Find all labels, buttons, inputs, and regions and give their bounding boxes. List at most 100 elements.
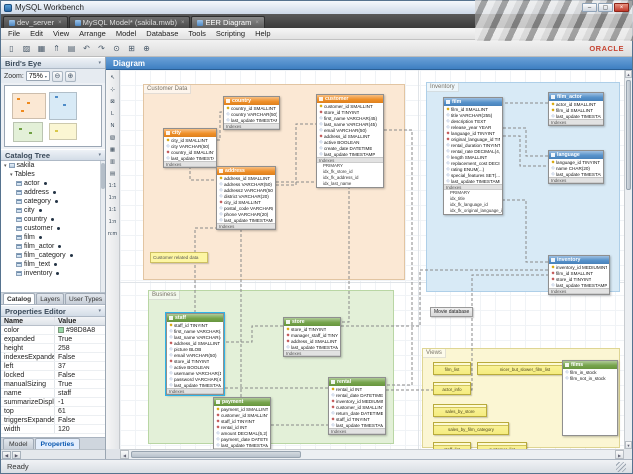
- table-column-row[interactable]: rental_rate DECIMAL(4,2): [444, 148, 502, 154]
- menu-item[interactable]: Database: [141, 29, 183, 38]
- tab-model[interactable]: Model: [3, 438, 34, 449]
- note-tool-icon[interactable]: N: [107, 120, 119, 131]
- indexes-section[interactable]: Indexes: [329, 428, 385, 434]
- table-column-row[interactable]: address_id SMALLINT: [284, 338, 340, 344]
- table-header[interactable]: address: [217, 167, 275, 175]
- birds-eye-minimap[interactable]: [4, 85, 102, 147]
- indexes-section[interactable]: Indexes: [284, 350, 340, 356]
- table-header[interactable]: film_actor: [549, 93, 603, 101]
- table-column-row[interactable]: rating ENUM(...): [444, 166, 502, 172]
- table-column-row[interactable]: city_id SMALLINT: [164, 137, 216, 143]
- table-header[interactable]: rental: [329, 378, 385, 386]
- table-column-row[interactable]: last_update TIMESTAMP: [549, 113, 603, 119]
- indexes-section[interactable]: Indexes: [167, 388, 223, 394]
- zoom-tool-icon[interactable]: ⊕: [140, 42, 153, 55]
- tree-node-table[interactable]: city: [1, 206, 105, 215]
- scroll-right-icon[interactable]: ▶: [12, 450, 21, 459]
- property-row[interactable]: width 120: [1, 425, 105, 434]
- tab-user-types[interactable]: User Types: [64, 293, 107, 304]
- note-customer-related-data[interactable]: Customer related data: [150, 252, 208, 263]
- scroll-right-icon[interactable]: ▶: [615, 450, 624, 459]
- tree-node-schema[interactable]: ▾ sakila: [1, 161, 105, 170]
- index-row[interactable]: PRIMARY: [444, 190, 502, 196]
- table-column-row[interactable]: payment_date DATETIME: [214, 436, 270, 442]
- menu-item[interactable]: Edit: [25, 29, 48, 38]
- horizontal-scrollbar[interactable]: ◀ ▶: [120, 449, 624, 459]
- table-figure-film[interactable]: film film_id SMALLINTtitle VARCHAR(255)d…: [443, 97, 503, 215]
- table-column-row[interactable]: active BOOLEAN: [167, 364, 223, 370]
- table-column-row[interactable]: last_name VARCHAR(45): [317, 121, 383, 127]
- table-column-row[interactable]: country_id SMALLINT: [224, 105, 279, 111]
- tab-close-icon[interactable]: ×: [255, 19, 259, 26]
- table-column-row[interactable]: name CHAR(20): [549, 165, 603, 171]
- table-column-row[interactable]: country VARCHAR(50): [224, 111, 279, 117]
- zoom-out-icon[interactable]: ⊖: [51, 70, 63, 82]
- view-figure-staff-list[interactable]: staff_list: [433, 442, 471, 449]
- table-column-row[interactable]: password VARCHAR(40): [167, 376, 223, 382]
- table-column-row[interactable]: description TEXT: [444, 118, 502, 124]
- tree-node-table[interactable]: film_text: [1, 260, 105, 269]
- rel-one-to-one-identifying-icon[interactable]: 1:1: [107, 204, 119, 215]
- table-column-row[interactable]: customer_id SMALLINT: [317, 103, 383, 109]
- menu-item[interactable]: View: [48, 29, 74, 38]
- table-column-row[interactable]: first_name VARCHAR(45): [167, 328, 223, 334]
- table-header[interactable]: staff: [167, 314, 223, 322]
- indexes-section[interactable]: Indexes: [164, 161, 216, 167]
- view-figure-actor-info[interactable]: actor_info: [433, 382, 471, 395]
- menu-item[interactable]: File: [3, 29, 25, 38]
- collapse-arrow-icon[interactable]: ▾: [98, 60, 101, 66]
- table-figure-rental[interactable]: rental rental_id INTrental_date DATETIME…: [328, 377, 386, 435]
- table-column-row[interactable]: username VARCHAR(16): [167, 370, 223, 376]
- table-column-row[interactable]: address VARCHAR(50): [217, 181, 275, 187]
- table-figure-inventory[interactable]: inventory inventory_id MEDIUMINTfilm_id …: [548, 255, 610, 295]
- routine-group-tool-icon[interactable]: ▤: [107, 168, 119, 179]
- tree-node-table[interactable]: country: [1, 215, 105, 224]
- table-header[interactable]: inventory: [549, 256, 609, 264]
- resize-grip[interactable]: [616, 461, 626, 472]
- table-column-row[interactable]: last_update TIMESTAMP: [444, 178, 502, 184]
- scrollbar-thumb[interactable]: [131, 451, 301, 458]
- view-figure-sales-by-store[interactable]: sales_by_store: [433, 404, 487, 417]
- indexes-section[interactable]: Indexes: [549, 119, 603, 125]
- tree-node-table[interactable]: actor: [1, 179, 105, 188]
- table-column-row[interactable]: inventory_id MEDIUMINT: [549, 264, 609, 270]
- table-column-row[interactable]: staff_id TINYINT: [329, 416, 385, 422]
- tab-catalog[interactable]: Catalog: [3, 293, 36, 304]
- expander-icon[interactable]: ▾: [4, 162, 7, 169]
- table-column-row[interactable]: last_update TIMESTAMP: [329, 422, 385, 428]
- table-column-row[interactable]: rental_date DATETIME: [329, 392, 385, 398]
- routine-group-header[interactable]: films: [563, 361, 617, 369]
- table-column-row[interactable]: film_id SMALLINT: [444, 106, 502, 112]
- table-figure-film-actor[interactable]: film_actor actor_id SMALLINTfilm_id SMAL…: [548, 92, 604, 126]
- eraser-icon[interactable]: ⊠: [107, 96, 119, 107]
- tree-node-table[interactable]: customer: [1, 224, 105, 233]
- table-column-row[interactable]: last_update TIMESTAMP: [549, 171, 603, 177]
- table-header[interactable]: payment: [214, 398, 270, 406]
- table-header[interactable]: film: [444, 98, 502, 106]
- index-row[interactable]: idx_fk_store_id: [317, 169, 383, 175]
- table-column-row[interactable]: last_update TIMESTAMP: [317, 151, 383, 157]
- save-icon[interactable]: ▦: [35, 42, 48, 55]
- table-figure-city[interactable]: city city_id SMALLINTcity VARCHAR(50)cou…: [163, 128, 217, 168]
- diagram-tab-header[interactable]: Diagram: [106, 57, 632, 70]
- table-column-row[interactable]: address2 VARCHAR(50): [217, 187, 275, 193]
- table-figure-country[interactable]: country country_id SMALLINTcountry VARCH…: [223, 96, 280, 130]
- tree-node-table[interactable]: film_actor: [1, 242, 105, 251]
- table-figure-language[interactable]: language language_id TINYINTname CHAR(20…: [548, 150, 604, 184]
- open-folder-icon[interactable]: ▨: [20, 42, 33, 55]
- property-row[interactable]: expanded True: [1, 335, 105, 344]
- scroll-left-icon[interactable]: ◀: [120, 450, 129, 459]
- property-row[interactable]: locked False: [1, 371, 105, 380]
- table-column-row[interactable]: amount DECIMAL(5,2): [214, 430, 270, 436]
- table-column-row[interactable]: picture BLOB: [167, 346, 223, 352]
- view-figure-customer-list[interactable]: customer_list: [477, 442, 527, 449]
- zoom-in-icon[interactable]: ⊕: [64, 70, 76, 82]
- table-column-row[interactable]: address_id SMALLINT: [167, 340, 223, 346]
- tab-close-icon[interactable]: ×: [58, 19, 62, 26]
- tree-node-table[interactable]: film: [1, 233, 105, 242]
- minimize-button[interactable]: –: [582, 3, 597, 12]
- table-column-row[interactable]: film_id SMALLINT: [549, 270, 609, 276]
- table-header[interactable]: customer: [317, 95, 383, 103]
- tab-layers[interactable]: Layers: [36, 293, 64, 304]
- table-column-row[interactable]: create_date DATETIME: [317, 145, 383, 151]
